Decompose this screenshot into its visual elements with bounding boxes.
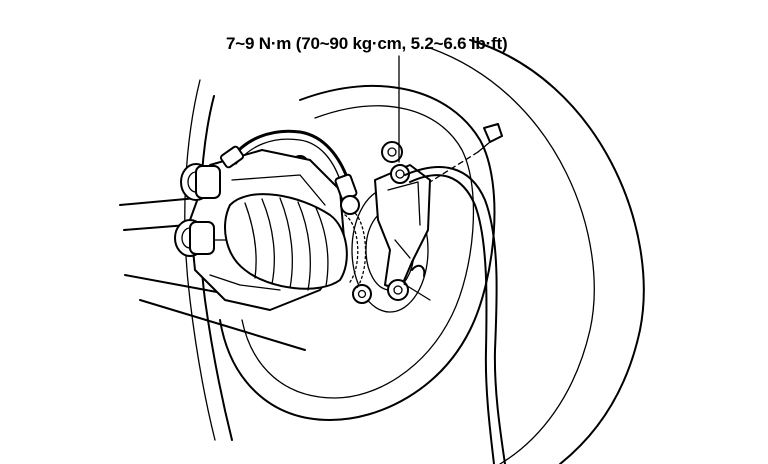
- brake-hose: [219, 129, 360, 215]
- hose-clip: [403, 264, 431, 301]
- cable-clip-icon: [429, 123, 503, 183]
- sensor-bracket: [374, 164, 431, 291]
- wheel-speed-sensor-cable: [404, 166, 506, 464]
- tone-ring: [344, 209, 367, 289]
- tire-outline: [184, 39, 645, 464]
- torque-spec-label: 7~9 N·m (70~90 kg·cm, 5.2~6.6 lb·ft): [226, 34, 508, 53]
- cv-joint-boot: [224, 193, 348, 291]
- caliper-pin: [174, 163, 221, 257]
